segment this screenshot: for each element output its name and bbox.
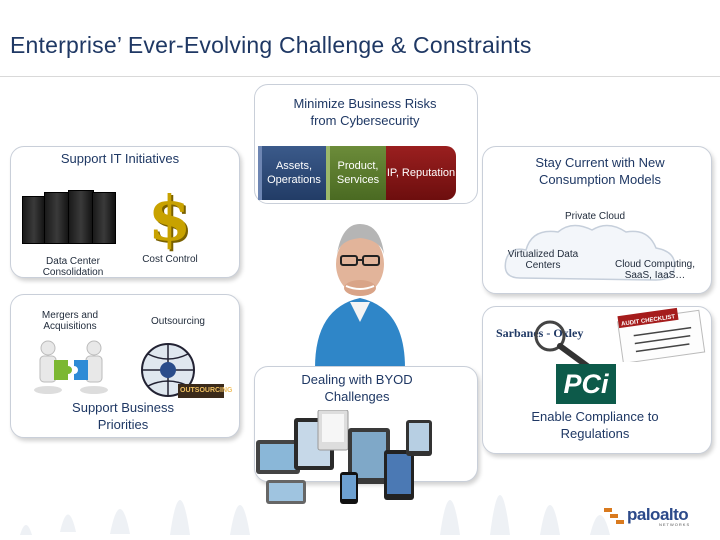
puzzle-people-image <box>34 340 108 394</box>
outsourcing-globe-image <box>141 343 224 398</box>
paloalto-subtitle: NETWORKS <box>659 522 691 527</box>
paloalto-mark-icon <box>604 508 624 524</box>
risk-box-ip: IP, Reputation <box>386 146 456 200</box>
label-data-center: Data Center Consolidation <box>42 256 104 278</box>
business-priorities-panel <box>10 294 240 438</box>
risk-box-product: Product, Services <box>326 146 390 200</box>
page-title: Enterprise’ Ever-Evolving Challenge & Co… <box>10 32 532 58</box>
private-cloud-label: Private Cloud <box>564 211 626 222</box>
title-divider <box>0 76 720 77</box>
cloud-icon <box>504 224 676 281</box>
stressed-man-image <box>315 224 405 368</box>
dollar-icon: $ <box>148 182 192 255</box>
risk-box-assets: Assets, Operations <box>258 146 330 200</box>
label-outsourcing: Outsourcing <box>151 316 205 327</box>
label-virtualized-dc: Virtualized Data Centers <box>507 249 579 271</box>
label-cloud-computing: Cloud Computing, SaaS, IaaS… <box>614 259 696 281</box>
consumption-heading: Stay Current with New Consumption Models <box>535 155 665 187</box>
risk-heading: Minimize Business Risks from Cybersecuri… <box>293 96 437 128</box>
outsourcing-sign-text: OUTSOURCING <box>180 387 233 394</box>
compliance-heading: Enable Compliance to Regulations <box>531 409 659 441</box>
business-priorities-heading: Support Business Priorities <box>72 400 174 432</box>
byod-heading: Dealing with BYOD Challenges <box>301 372 413 404</box>
devices-image <box>256 410 432 504</box>
label-mergers: Mergers and Acquisitions <box>41 310 99 332</box>
paloalto-wordmark: paloalto <box>627 505 689 524</box>
it-initiatives-heading: Support IT Initiatives <box>60 151 180 166</box>
pci-logo: PCi <box>556 364 616 404</box>
pci-logo-text: PCi <box>563 368 609 399</box>
background-wave-pattern <box>20 495 610 535</box>
audit-checklist-image <box>617 307 706 362</box>
label-cost-control: Cost Control <box>142 254 198 265</box>
paloalto-logo: paloalto NETWORKS <box>604 505 691 527</box>
